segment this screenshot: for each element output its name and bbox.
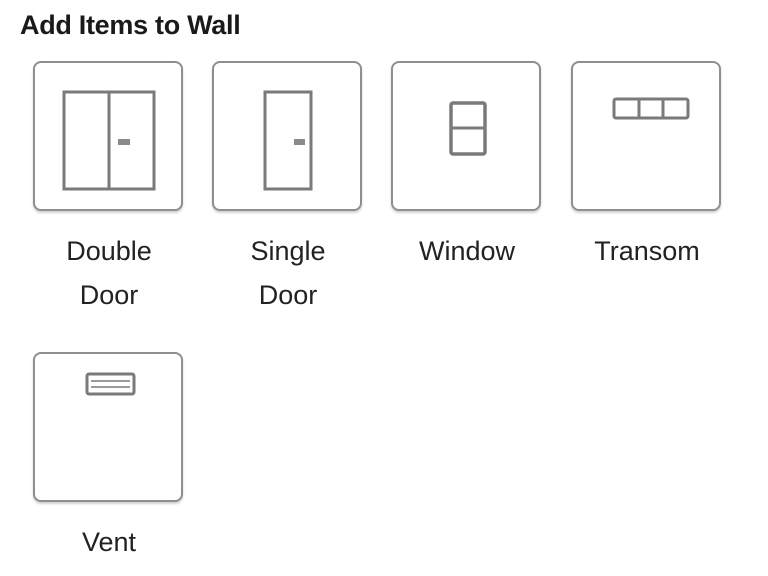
- item-vent[interactable]: Vent: [33, 352, 185, 564]
- panel-title: Add Items to Wall: [20, 10, 241, 40]
- item-window-label: Window: [418, 236, 516, 266]
- item-double-door-button[interactable]: [33, 61, 183, 211]
- item-single-door[interactable]: Single Door: [212, 61, 364, 317]
- window-icon: [449, 101, 487, 156]
- transom-icon: [612, 97, 690, 120]
- item-transom[interactable]: Transom: [571, 61, 723, 273]
- item-transom-label: Transom: [594, 236, 700, 266]
- item-window-button[interactable]: [391, 61, 541, 211]
- item-single-door-button[interactable]: [212, 61, 362, 211]
- item-transom-button[interactable]: [571, 61, 721, 211]
- item-double-door-label: Double Door: [66, 236, 152, 310]
- item-vent-button[interactable]: [33, 352, 183, 502]
- item-vent-label: Vent: [81, 527, 137, 557]
- item-single-door-label: Single Door: [250, 236, 326, 310]
- vent-icon: [85, 372, 136, 396]
- single-door-icon: [263, 90, 313, 191]
- double-door-icon: [62, 90, 156, 191]
- item-window[interactable]: Window: [391, 61, 543, 273]
- item-double-door[interactable]: Double Door: [33, 61, 185, 317]
